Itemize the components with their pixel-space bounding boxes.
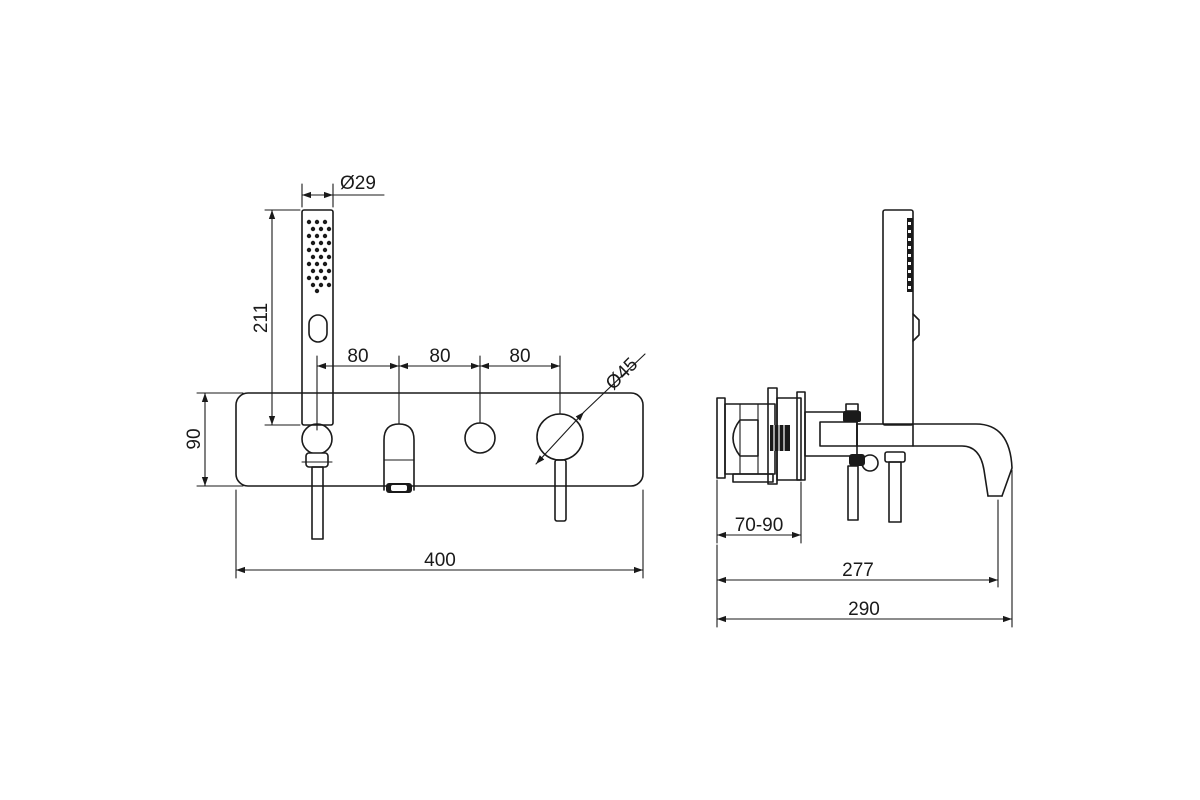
dim-hand-shower-diameter: Ø29 <box>301 173 385 208</box>
label-plate-height: 90 <box>184 428 205 449</box>
wall-plate <box>235 392 644 487</box>
label-spacing-2: 80 <box>429 346 450 367</box>
bath-spout <box>383 423 415 493</box>
hand-shower-side <box>882 209 920 426</box>
dim-wall-depth: 70-90 <box>716 479 802 544</box>
label-overall-depth: 290 <box>848 599 880 620</box>
label-hand-shower-diameter: Ø29 <box>340 173 376 194</box>
side-view: 70-90 277 290 <box>716 209 1013 628</box>
dim-spout-projection: 277 <box>716 499 999 628</box>
diverter-knob <box>464 422 496 454</box>
concealed-body <box>716 387 806 485</box>
label-wall-depth: 70-90 <box>735 515 784 536</box>
dim-plate-width: 400 <box>235 489 644 579</box>
front-view: Ø29 211 80 80 80 Ø45 <box>184 173 646 579</box>
dim-spacing: 80 80 80 <box>316 346 561 431</box>
shower-button <box>308 314 328 343</box>
label-plate-width: 400 <box>424 550 456 571</box>
label-spacing-1: 80 <box>347 346 368 367</box>
label-spout-projection: 277 <box>842 560 874 581</box>
dim-plate-height: 90 <box>184 392 244 487</box>
mixer-handle <box>536 413 584 522</box>
side-body <box>804 403 914 523</box>
dim-overall-depth: 290 <box>716 469 1013 628</box>
spout-side <box>912 423 1013 497</box>
label-hand-shower-height: 211 <box>251 303 272 333</box>
dim-hand-shower-height: 211 <box>251 209 301 426</box>
dim-handle-diameter: Ø45 <box>535 353 646 465</box>
shower-holder <box>301 423 333 540</box>
label-handle-diameter: Ø45 <box>602 354 642 394</box>
shower-nozzles <box>306 219 332 294</box>
label-spacing-3: 80 <box>509 346 530 367</box>
